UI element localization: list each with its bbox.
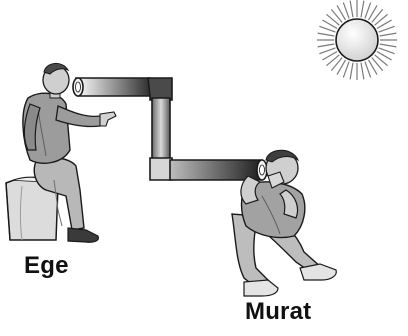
sun-ray [365, 62, 371, 78]
periscope-tube [73, 78, 267, 180]
sun-disc [336, 19, 378, 61]
person-label-murat: Murat [245, 300, 311, 324]
sun-ray [361, 1, 364, 18]
sun-ray [380, 33, 397, 36]
sun-ray [318, 44, 335, 47]
sun-ray [319, 48, 335, 54]
sun-ray [380, 44, 397, 47]
sun-ray [318, 33, 335, 36]
sun-ray [350, 63, 353, 80]
sun-ray [319, 26, 335, 32]
sun-ray [379, 48, 395, 54]
sun-ray [379, 26, 395, 32]
sun-ray [343, 62, 349, 78]
sun-ray [350, 1, 353, 18]
sun-ray [343, 2, 349, 18]
sun-ray [361, 63, 364, 80]
sun-ray [365, 2, 371, 18]
person-label-ege: Ege [24, 254, 69, 278]
sun-icon [317, 0, 397, 80]
